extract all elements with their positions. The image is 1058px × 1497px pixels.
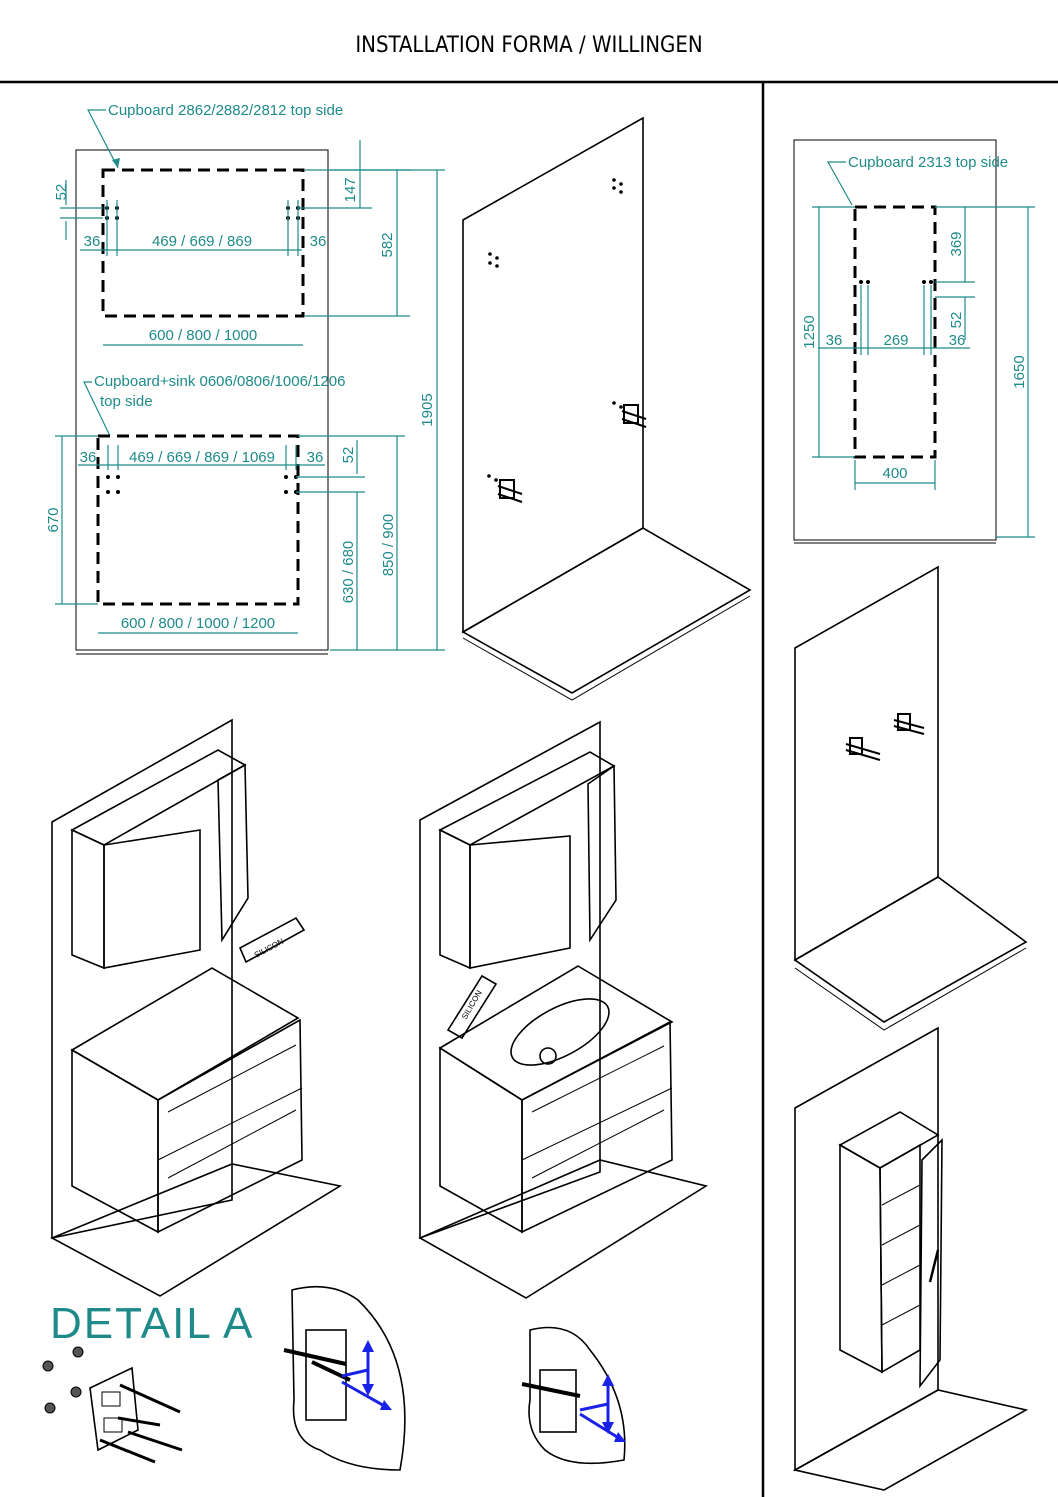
tall-dim-400: 400 xyxy=(882,465,907,482)
sink-dim-36-right: 36 xyxy=(307,449,324,466)
dim-147: 147 xyxy=(342,177,359,202)
tall-dim-269: 269 xyxy=(883,332,908,349)
tall-wall-isometric-view xyxy=(793,565,1028,1031)
tall-dim-52: 52 xyxy=(948,312,965,329)
tall-cupboard-label: Cupboard 2313 top side xyxy=(848,154,1008,171)
dim-1905: 1905 xyxy=(419,393,436,426)
wall-isometric-view xyxy=(461,116,752,701)
sink-dim-630-680: 630 / 680 xyxy=(340,541,357,604)
sink-dim-36-left: 36 xyxy=(80,449,97,466)
tall-cupboard-dimension-drawing: Cupboard 2313 top side 369 52 36 269 36 … xyxy=(793,139,1035,544)
detail-a-bracket-left xyxy=(283,1285,406,1471)
dim-cupboard-width: 600 / 800 / 1000 xyxy=(149,327,257,344)
dim-hole-spacing: 469 / 669 / 869 xyxy=(152,233,252,250)
cupboard-top-label: Cupboard 2862/2882/2812 top side xyxy=(108,102,343,119)
assembly-view-middle: SILICON xyxy=(418,720,709,1299)
page-title: INSTALLATION FORMA / WILLINGEN xyxy=(355,33,702,58)
tall-dim-369: 369 xyxy=(948,231,965,256)
sink-label-line1: Cupboard+sink 0606/0806/1006/1206 xyxy=(94,373,345,390)
sink-label-line2: top side xyxy=(100,393,153,410)
detail-title: DETAIL A xyxy=(50,1299,254,1348)
silicon-label-left: SILICON xyxy=(253,937,286,960)
dim-36-left: 36 xyxy=(84,233,101,250)
dim-52-upper: 52 xyxy=(53,184,70,201)
sink-dim-hole-spacing: 469 / 669 / 869 / 1069 xyxy=(129,449,275,466)
cupboard-outline xyxy=(101,168,305,318)
assembly-view-left: SILICON xyxy=(50,718,343,1297)
sink-dim-850-900: 850 / 900 xyxy=(380,514,397,577)
tall-dim-36-left: 36 xyxy=(826,332,843,349)
sink-dim-670: 670 xyxy=(45,507,62,532)
tall-cupboard-outline xyxy=(853,205,937,459)
detail-a-bracket-right xyxy=(521,1326,626,1465)
detail-a-fittings xyxy=(42,1346,183,1464)
tall-dim-36-right: 36 xyxy=(949,332,966,349)
dim-582: 582 xyxy=(379,232,396,257)
dim-36-right: 36 xyxy=(310,233,327,250)
sink-dim-width: 600 / 800 / 1000 / 1200 xyxy=(121,615,275,632)
tall-cabinet-view xyxy=(792,1026,1029,1491)
sink-dim-52: 52 xyxy=(340,447,357,464)
sink-cupboard-outline xyxy=(96,434,300,606)
tall-dim-1250: 1250 xyxy=(801,315,818,348)
wall-dimension-drawing: Cupboard 2862/2882/2812 top side 52 36 4… xyxy=(45,102,445,655)
tall-dim-1650: 1650 xyxy=(1011,355,1028,388)
